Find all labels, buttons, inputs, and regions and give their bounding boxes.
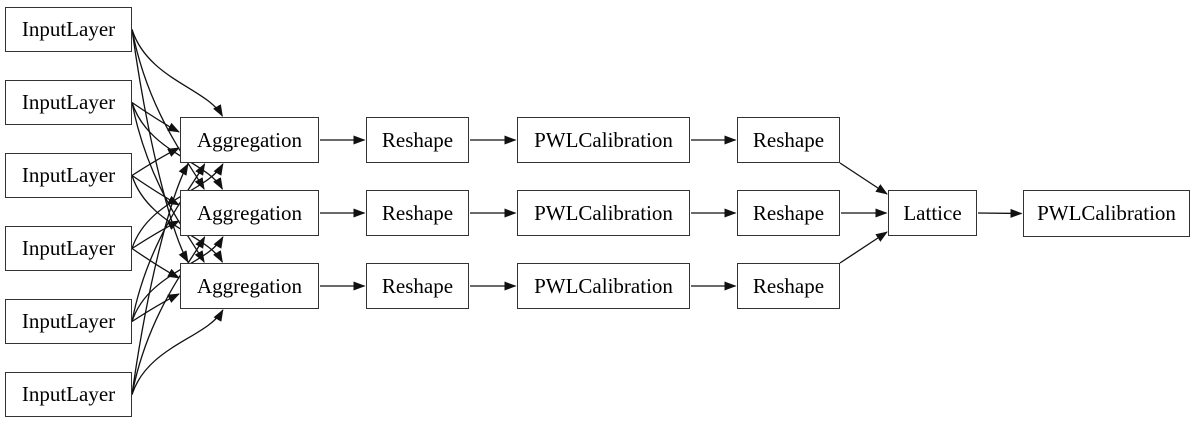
edge-il2-to-agg1 bbox=[131, 101, 180, 133]
node-pwl3: PWLCalibration bbox=[517, 263, 690, 309]
node-rs2a: Reshape bbox=[366, 190, 469, 236]
node-il2: InputLayer bbox=[5, 80, 132, 125]
node-il3: InputLayer bbox=[5, 153, 132, 198]
node-pwlout: PWLCalibration bbox=[1023, 190, 1190, 237]
edge-il4-to-agg2 bbox=[131, 220, 180, 250]
edge-il5-to-agg3 bbox=[131, 293, 180, 323]
edge-il4-to-agg3 bbox=[131, 247, 180, 279]
node-lattice: Lattice bbox=[888, 190, 977, 236]
edge-group bbox=[131, 29, 1023, 395]
edge-il3-to-agg2 bbox=[131, 174, 180, 206]
edge-il1-to-agg3 bbox=[131, 29, 189, 263]
edge-il4-to-agg1 bbox=[131, 163, 224, 249]
node-il1: InputLayer bbox=[5, 7, 132, 52]
edge-il1-to-agg1 bbox=[131, 29, 223, 117]
node-agg2: Aggregation bbox=[180, 190, 319, 236]
edge-rs1b-to-lattice bbox=[839, 162, 888, 195]
edge-il6-to-agg1 bbox=[131, 163, 189, 395]
edge-lattice-to-pwlout bbox=[977, 208, 1023, 218]
node-rs1b: Reshape bbox=[737, 117, 840, 163]
edge-rs3b-to-lattice bbox=[839, 231, 888, 264]
node-pwl1: PWLCalibration bbox=[517, 117, 690, 163]
edge-il5-to-agg2 bbox=[131, 236, 224, 322]
node-rs3a: Reshape bbox=[366, 263, 469, 309]
node-agg1: Aggregation bbox=[180, 117, 319, 163]
node-agg3: Aggregation bbox=[180, 263, 319, 309]
node-pwl2: PWLCalibration bbox=[517, 190, 690, 236]
node-il6: InputLayer bbox=[5, 372, 132, 417]
node-il4: InputLayer bbox=[5, 226, 132, 271]
node-rs1a: Reshape bbox=[366, 117, 469, 163]
node-il5: InputLayer bbox=[5, 299, 132, 344]
edge-il6-to-agg3 bbox=[131, 309, 224, 395]
edge-il6-to-agg2 bbox=[131, 236, 206, 395]
node-rs3b: Reshape bbox=[737, 263, 840, 309]
node-rs2b: Reshape bbox=[737, 190, 840, 236]
edge-il3-to-agg1 bbox=[131, 147, 180, 177]
edge-il5-to-agg1 bbox=[131, 163, 206, 322]
